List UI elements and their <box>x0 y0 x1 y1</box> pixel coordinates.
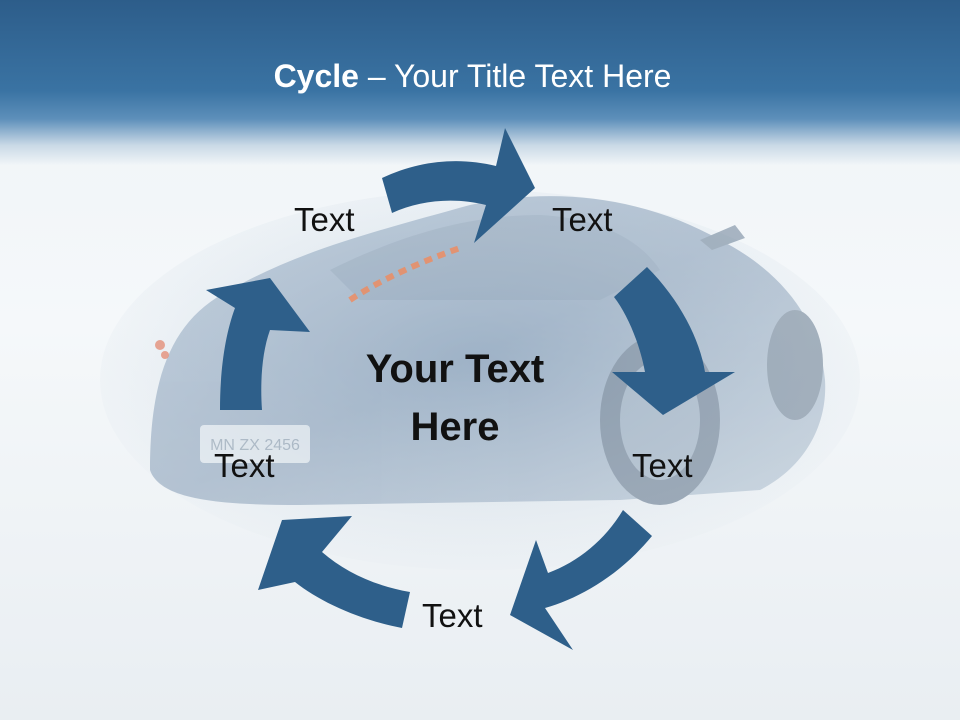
cycle-label-top-left: Text <box>294 201 355 238</box>
slide-title: Cycle – Your Title Text Here <box>0 56 945 96</box>
cycle-label-left: Text <box>214 447 275 484</box>
cycle-label-bottom: Text <box>422 597 483 634</box>
center-text-line2: Here <box>410 405 500 449</box>
cycle-arrow-top <box>382 128 535 243</box>
cycle-arrow-bottom-right <box>510 510 652 650</box>
cycle-arrow-left <box>206 278 310 410</box>
center-text: Your Text Here <box>330 340 580 456</box>
cycle-arrow-right <box>612 267 735 415</box>
header-band <box>0 0 960 165</box>
center-text-line1: Your Text <box>365 347 545 391</box>
title-rest: – Your Title Text Here <box>358 58 672 94</box>
cycle-label-right: Text <box>632 447 693 484</box>
cycle-arrow-bottom-left <box>258 516 410 628</box>
license-plate: MN ZX 2456 <box>210 437 300 454</box>
cycle-label-top-right: Text <box>552 201 613 238</box>
title-bold: Cycle <box>273 58 359 94</box>
